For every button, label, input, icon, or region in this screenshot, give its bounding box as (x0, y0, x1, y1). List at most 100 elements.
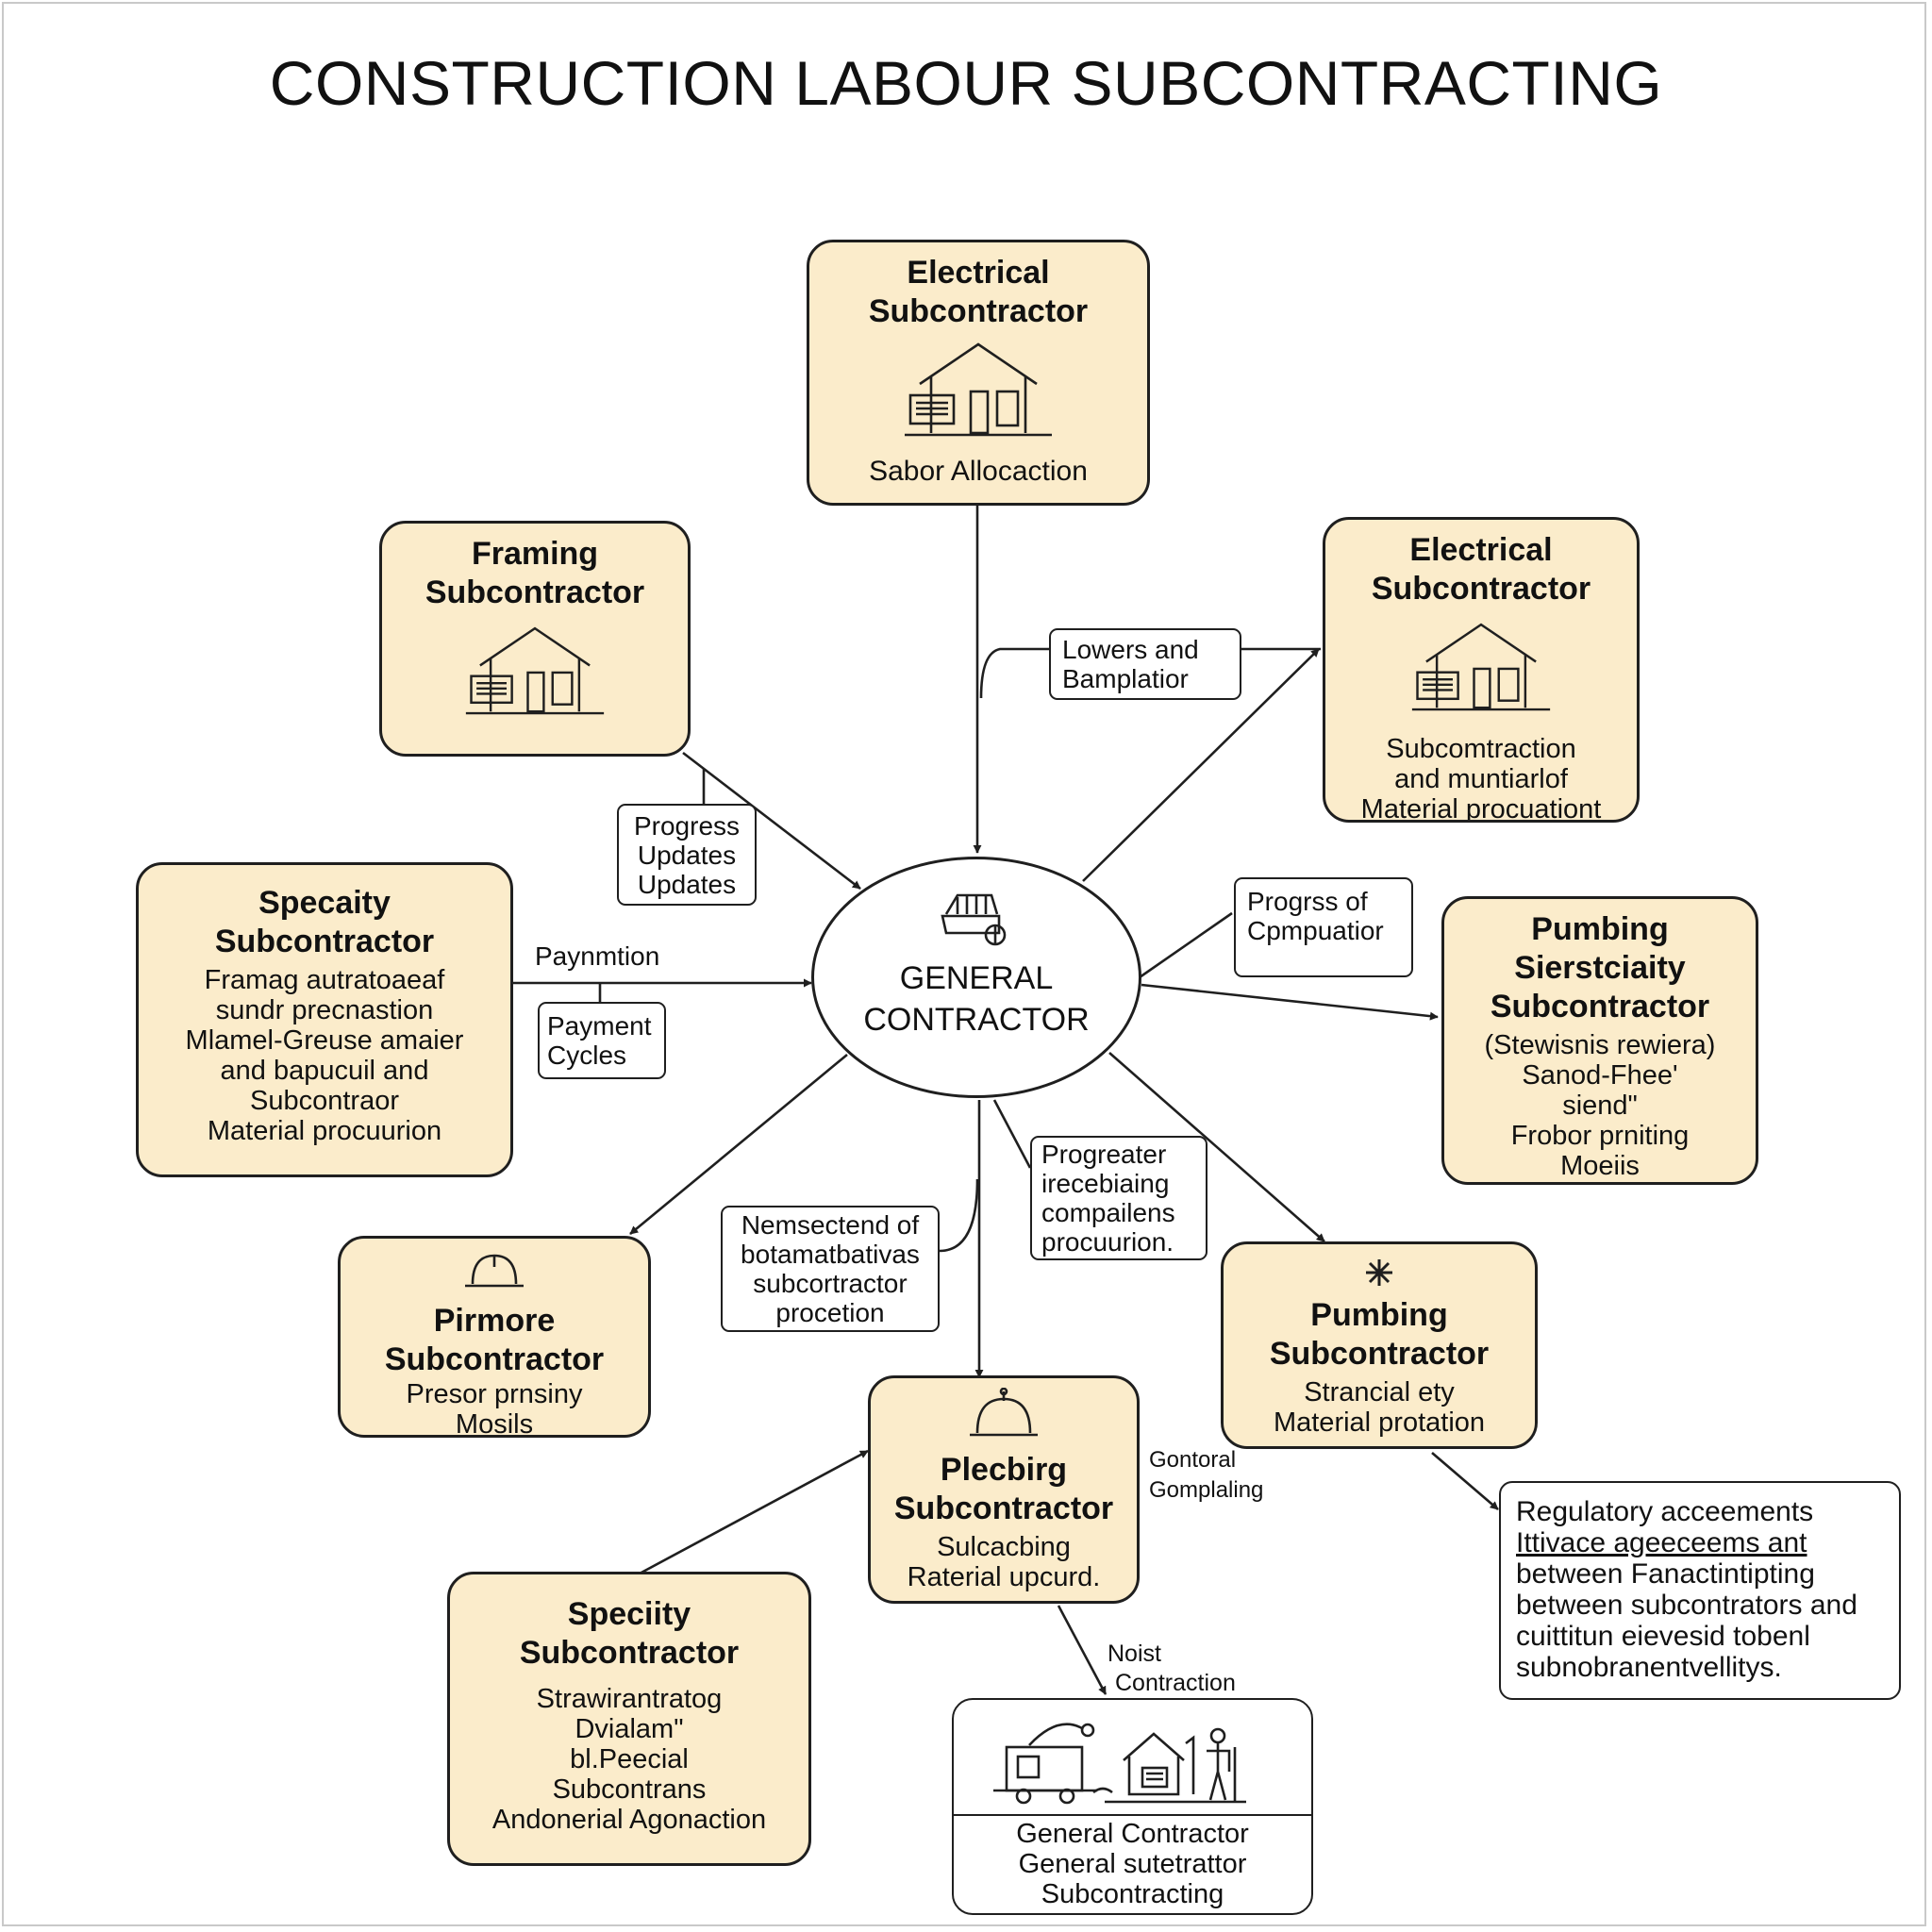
node-framing-title-2: Subcontractor (425, 575, 645, 610)
general-contractor-box[interactable]: General Contractor General sutetrattor S… (952, 1698, 1313, 1915)
connector-electrical-right (1082, 648, 1320, 882)
label-progreater-line-3: compailens (1041, 1198, 1175, 1227)
label-payment-free: Paynmtion (535, 941, 660, 971)
node-specialty-left-desc-3: Mlamel-Greuse amaier (185, 1025, 464, 1056)
regulatory-line-4: between subcontrators and (1516, 1590, 1857, 1621)
label-noist-line-1: Noist (1108, 1641, 1161, 1667)
label-payment-cycles-line-1: Payment (547, 1011, 652, 1041)
label-nemestend-line-1: Nemsectend of (741, 1210, 920, 1240)
node-electrical-right-title-2: Subcontractor (1371, 571, 1591, 607)
regulatory-line-1: Regulatory acceements (1516, 1496, 1814, 1527)
hub-title-2: CONTRACTOR (863, 1002, 1090, 1038)
label-lowers: Lowers and Bamplatior (1049, 628, 1241, 700)
node-plumbing-mid-title-2: Subcontractor (1269, 1336, 1490, 1372)
hub-general-contractor[interactable]: GENERAL CONTRACTOR (811, 857, 1141, 1098)
connector-plumbing-mid (1108, 1052, 1325, 1242)
node-plumbing-mid[interactable]: Pumbing Subcontractor Strancial ety Mate… (1221, 1241, 1538, 1449)
node-plumbing-right-title-1: Pumbing (1531, 911, 1669, 947)
label-progress-computation-line-2: Cpmpuatior (1247, 916, 1384, 945)
label-nemestend-line-2: botamatbativas (741, 1240, 920, 1269)
node-plumbing-mid-title-1: Pumbing (1310, 1297, 1448, 1333)
node-framing[interactable]: Framing Subcontractor (379, 521, 691, 757)
label-noist-line-2: Contraction (1115, 1670, 1236, 1696)
node-plumbing-mid-desc-1: Strancial ety (1304, 1377, 1455, 1407)
connector-regulatory (1431, 1452, 1499, 1510)
gc-box-line-3: Subcontracting (1041, 1879, 1224, 1909)
label-lowers-line-1: Lowers and (1062, 635, 1199, 664)
page-title: CONSTRUCTION LABOUR SUBCONTRACTING (269, 48, 1663, 118)
node-specialty-left-title-1: Specaity (258, 885, 391, 921)
node-specidity[interactable]: Speciity Subcontractor Strawirantratog D… (447, 1572, 811, 1866)
gc-box-divider (954, 1814, 1311, 1816)
node-specialty-left-title-2: Subcontractor (214, 924, 435, 959)
node-electrical-top-desc: Sabor Allocaction (869, 456, 1088, 487)
label-gontoral-line-1: Gontoral (1149, 1447, 1237, 1473)
node-specidity-title-2: Subcontractor (519, 1635, 740, 1671)
label-payment-cycles: Payment Cycles (538, 1002, 666, 1079)
site-illustration-icon (991, 1709, 1274, 1814)
node-pirmore-title-2: Subcontractor (384, 1341, 605, 1377)
node-specialty-left-desc-1: Framag autratoaeaf (204, 965, 445, 995)
asterisk-icon (1360, 1254, 1398, 1296)
node-plumbing-mid-desc-2: Material protation (1273, 1407, 1486, 1438)
regulatory-line-3: between Fanactintipting (1516, 1558, 1815, 1590)
label-progreater-line-4: procuurion. (1041, 1227, 1174, 1257)
connector-progreater (992, 1099, 1032, 1169)
label-nemestend-line-4: procetion (775, 1298, 885, 1327)
toolbox-icon (939, 886, 1014, 957)
node-electrical-right-title-1: Electrical (1409, 532, 1553, 568)
connector-gc-box (1057, 1605, 1108, 1695)
regulatory-line-6: subnobranentvellitys. (1516, 1652, 1782, 1683)
label-gontoral: Gontoral Gomplaling (1149, 1445, 1263, 1506)
regulatory-note: Regulatory acceements Ittivace ageeceems… (1499, 1481, 1901, 1700)
node-plecbing[interactable]: Plecbirg Subcontractor Sulcacbing Rateri… (868, 1375, 1140, 1604)
node-electrical-top-title-1: Electrical (907, 255, 1050, 291)
node-electrical-top[interactable]: Electrical Subcontractor Sabor Allocacti… (807, 240, 1150, 506)
gc-box-line-2: General sutetrattor (1018, 1849, 1247, 1879)
node-pirmore-title-1: Pirmore (433, 1303, 556, 1339)
connector-lowers-label (979, 647, 1049, 699)
label-nemestend-line-3: subcortractor (753, 1269, 908, 1298)
node-electrical-right-desc-2: and muntiarlof (1394, 764, 1568, 794)
node-plumbing-right-desc-5: Moeiis (1560, 1151, 1640, 1181)
connector-nemestend (939, 1178, 979, 1253)
node-specialty-left-desc-2: sundr precnastion (215, 995, 434, 1025)
node-specialty-left-desc-4: and bapucuil and (220, 1056, 429, 1086)
hard-hat-icon (461, 1248, 527, 1302)
node-specidity-desc-2: Dvialam" (575, 1714, 684, 1744)
label-progreater-line-2: irecebiaing (1041, 1169, 1170, 1198)
label-progress-updates-line-3: Updates (637, 869, 737, 899)
node-specidity-desc-4: Subcontrans (552, 1774, 707, 1805)
node-specidity-desc-3: bl.Peecial (570, 1744, 689, 1774)
node-plumbing-right-desc-1: (Stewisnis rewiera) (1484, 1030, 1716, 1060)
label-progreater: Progreater irecebiaing compailens procuu… (1030, 1136, 1208, 1260)
label-noist: Noist Contraction (1108, 1640, 1236, 1698)
label-progress-computation: Progrss of Cpmpuatior (1234, 877, 1413, 977)
regulatory-line-2: Ittivace ageeceems ant (1516, 1527, 1807, 1558)
house-icon (903, 339, 1054, 447)
node-specialty-left-desc-6: Material procuurion (207, 1116, 442, 1146)
node-electrical-right-desc-1: Subcomtraction (1386, 734, 1576, 764)
node-specidity-desc-1: Strawirantratog (536, 1684, 723, 1714)
node-plumbing-right-title-2: Sierstciaity (1514, 950, 1686, 986)
label-progress-computation-line-1: Progrss of (1247, 887, 1368, 916)
connector-framing (682, 751, 861, 891)
node-specialty-left[interactable]: Specaity Subcontractor Framag autratoaea… (136, 862, 513, 1177)
node-specialty-left-desc-5: Subcontraor (250, 1086, 399, 1116)
regulatory-line-5: cuittitun eievesid tobenl (1516, 1621, 1810, 1652)
node-electrical-right[interactable]: Electrical Subcontractor Subcomtraction … (1323, 517, 1640, 823)
node-plumbing-right[interactable]: Pumbing Sierstciaity Subcontractor (Stew… (1441, 896, 1758, 1185)
connector-plumbing-right (1141, 983, 1439, 1021)
label-lowers-line-2: Bamplatior (1062, 664, 1189, 693)
label-nemestend: Nemsectend of botamatbativas subcortract… (721, 1206, 940, 1332)
node-specidity-desc-5: Andonerial Agonaction (491, 1805, 767, 1835)
node-electrical-right-desc-3: Material procuationt (1360, 794, 1602, 823)
node-pirmore[interactable]: Pirmore Subcontractor Presor prnsiny Mos… (338, 1236, 651, 1438)
node-pirmore-desc-1: Presor prnsiny (406, 1379, 583, 1409)
connector-pirmore (629, 1053, 848, 1236)
house-icon (1410, 616, 1552, 724)
node-specidity-title-1: Speciity (567, 1596, 691, 1632)
gc-box-text: General Contractor General sutetrattor S… (954, 1819, 1311, 1909)
connector-progress-comp (1139, 911, 1233, 979)
node-plecbing-desc-2: Raterial upcurd. (907, 1562, 1101, 1592)
